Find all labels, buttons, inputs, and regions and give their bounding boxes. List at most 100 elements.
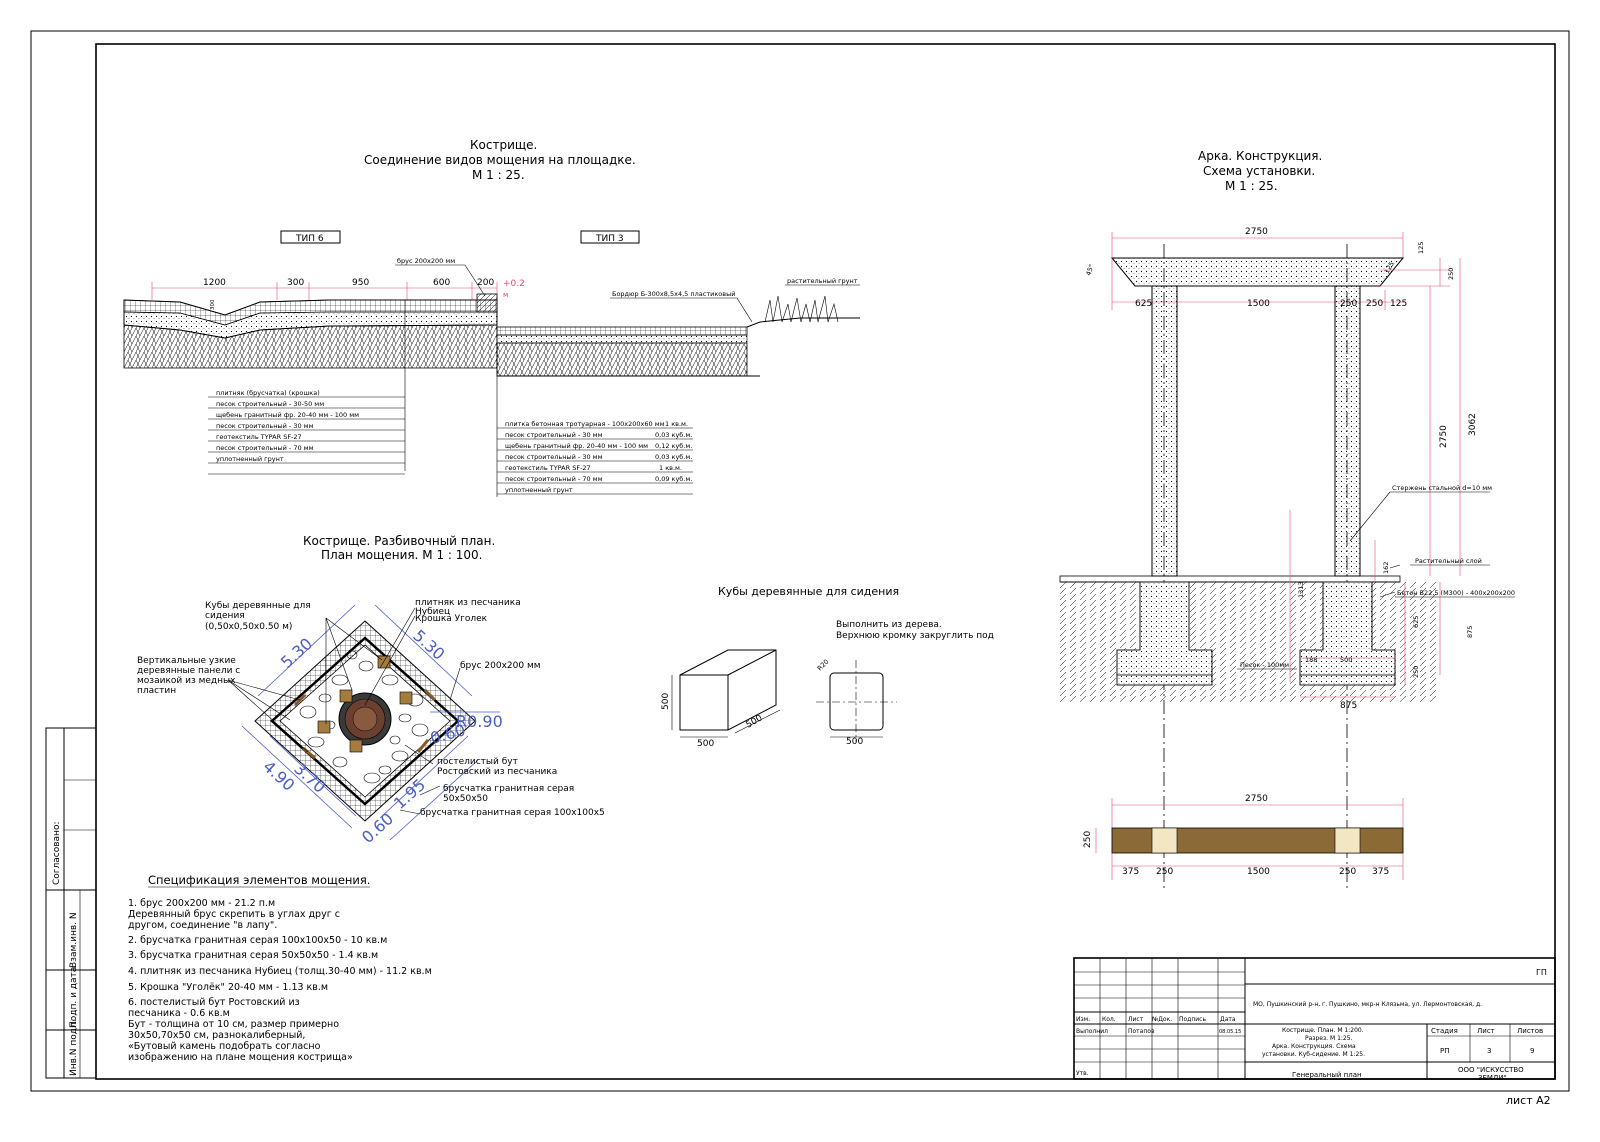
tb-plan-name: Генеральный план [1292, 1071, 1362, 1079]
layer-right-2: песок строительный - 30 мм [505, 431, 603, 439]
arch-dim-875: 875 [1340, 701, 1357, 711]
tb-code: ГП [1536, 968, 1547, 977]
layer-left-5: геотекстиль TYPAR SF-27 [216, 433, 302, 441]
cubes-note-1: Выполнить из дерева. [836, 620, 942, 630]
section-dim-vertical: 300 [210, 299, 216, 310]
plan-panels-label-2: деревянные панели с [137, 666, 240, 676]
type-3-label: ТИП 3 [595, 234, 624, 244]
arch-plan-dim-2750: 2750 [1245, 794, 1268, 804]
paving-plan: Кострище. Разбивочный план. План мощения… [137, 534, 605, 847]
layer-right-4-qty: 0,03 куб.м. [655, 453, 692, 461]
spec-line-8: 6. постелистый бут Ростовский из [128, 997, 300, 1008]
side-sign-date: Подп. и дата [69, 967, 79, 1028]
cubes-note-2: Верхнюю кромку закруглить под [836, 631, 994, 641]
arch-plan-dim-375-a: 375 [1122, 867, 1139, 877]
plan-but-label-2: Ростовский из песчаника [437, 767, 557, 777]
plan-br50-label-1: брусчатка гранитная серая [443, 784, 574, 794]
section-title-3: М 1 : 25. [472, 168, 525, 182]
layers-right-table: плитка бетонная тротуарная - 100х200х60 … [497, 420, 693, 495]
sheet-size-label: лист А2 [1506, 1094, 1551, 1107]
spec-line-12: «Бутовый камень подобрать согласно [128, 1041, 321, 1052]
plan-cubes-label-1: Кубы деревянные для [205, 601, 311, 611]
plan-plitnyak-label-2: Нубиец [415, 607, 450, 617]
arch-dim-1313: 1313 [1297, 581, 1305, 598]
tb-h-sign: Подпись [1179, 1016, 1206, 1023]
cube-dim-500-d: 500 [745, 713, 765, 730]
plan-dim-r090: R0.90 [456, 712, 503, 731]
layer-left-1: плитняк (брусчатка) (крошка) [216, 389, 320, 397]
section-dim-1200: 1200 [203, 278, 226, 288]
arch-title-3: М 1 : 25. [1225, 179, 1278, 193]
layer-right-3: щебень гранитный фр. 20-40 мм - 100 мм [505, 442, 648, 450]
spec-line-13: изображению на плане мощения кострища» [128, 1052, 353, 1063]
spec-line-9: песчаника - 0.6 кв.м [128, 1008, 230, 1019]
type-6-box [280, 230, 341, 244]
arch-concrete-label: Бетон В22,5 (М300) - 400х200х200 [1397, 589, 1515, 597]
title-block: ГП МО, Пушкинский р-н, г. Пушкино, мкр-н… [1073, 957, 1556, 1082]
spec-line-5: 3. брусчатка гранитная серая 50х50х50 - … [128, 950, 378, 961]
section-title-2: Соединение видов мощения на площадке. [364, 153, 636, 167]
layer-right-6-qty: 0,09 куб.м. [655, 475, 692, 483]
section-dim-950: 950 [352, 278, 369, 288]
arch-dim-1500: 1500 [1247, 299, 1270, 309]
layer-left-4: песок строительный - 30 мм [216, 422, 314, 430]
cube-dim-r20: R20 [816, 658, 831, 673]
side-stamp: Согласовано: Взам.инв. N Подп. и дата Ин… [45, 727, 97, 1079]
type-3-box [580, 230, 640, 244]
layer-right-6: песок строительный - 70 мм [505, 475, 603, 483]
section-dim-200: 200 [477, 278, 494, 288]
arch-dim-45: 45° [1084, 263, 1095, 277]
tb-h-kol: Кол. [1102, 1016, 1116, 1023]
arch-rod-label: Стержень стальной d=10 мм [1392, 484, 1492, 492]
spec-line-3: другом, соединение "в лапу". [128, 920, 277, 931]
plan-dim-490: 4.90 [259, 757, 298, 795]
plan-title-1: Кострище. Разбивочный план. [303, 534, 495, 548]
arch-dim-500: 500 [1340, 656, 1352, 664]
tb-desc-2: Разрез. М 1:25. [1305, 1035, 1353, 1042]
section-dim-300: 300 [287, 278, 304, 288]
arch-dim-2750-v: 2750 [1439, 425, 1449, 448]
section-red-mark: +0.2 [503, 279, 525, 289]
tb-sheet-h: Лист [1477, 1027, 1495, 1035]
arch-dim-125-a: 125 [1417, 242, 1425, 254]
arch-dim-188: 188 [1305, 656, 1317, 664]
plan-but-label-1: постелистый бут [437, 757, 518, 767]
layer-right-4: песок строительный - 30 мм [505, 453, 603, 461]
paving-spec: Спецификация элементов мощения. 1. брус … [128, 873, 432, 1063]
cube-dim-500-b: 500 [846, 737, 863, 747]
layer-left-2: песок строительный - 30-50 мм [216, 400, 324, 408]
plan-panels-label-3: мозаикой из медных [137, 676, 236, 686]
arch-dim-625-v: 625 [1412, 616, 1420, 628]
plan-panels-label-4: пластин [137, 686, 176, 696]
spec-line-4: 2. брусчатка гранитная серая 100х100х50 … [128, 935, 387, 946]
tb-address: МО, Пушкинский р-н, г. Пушкино, мкр-н Кл… [1253, 1001, 1482, 1008]
spec-line-7: 5. Крошка "Уголёк" 20-40 мм - 1.13 кв.м [128, 982, 328, 993]
layer-right-1-qty: 1 кв.м. [665, 420, 688, 428]
arch-dim-3062: 3062 [1468, 413, 1478, 436]
plan-title-2: План мощения. М 1 : 100. [321, 548, 482, 562]
layer-left-3: щебень гранитный фр. 20-40 мм - 100 мм [216, 411, 359, 419]
section-red-mark-unit: м [503, 291, 508, 299]
tb-sheets-total: 9 [1530, 1047, 1534, 1055]
kostrische-section: Кострище. Соединение видов мощения на пл… [123, 138, 860, 497]
arch-dim-125-c: 125 [1390, 299, 1407, 309]
tb-sheet-no: 3 [1487, 1047, 1491, 1055]
tb-stage-h: Стадия [1431, 1027, 1458, 1035]
plan-dim-530-right: 5.30 [409, 626, 448, 664]
plan-dim-530-left: 5.30 [277, 634, 316, 672]
arch-dim-250-v: 250 [1412, 666, 1420, 678]
tb-org-2: ЗЕМЛИ" [1478, 1074, 1507, 1082]
tb-stage: РП [1440, 1047, 1450, 1055]
section-bordur-label: Бордюр Б-300х8,5х4,5 пластиковый [612, 290, 735, 298]
layer-right-1: плитка бетонная тротуарная - 100х200х60 … [505, 420, 665, 428]
tb-desc-4: установки. Куб-сидение. М 1:25. [1262, 1051, 1365, 1058]
layer-right-2-qty: 0,03 куб.м. [655, 431, 692, 439]
section-dim-600: 600 [433, 278, 450, 288]
arch-plan-dim-1500: 1500 [1247, 867, 1270, 877]
tb-role: Выполнил [1076, 1028, 1108, 1035]
layer-right-5: геотекстиль TYPAR SF-27 [505, 464, 591, 472]
plan-cubes-label-2: сидения [205, 611, 245, 621]
arch-plan-dim-250-a: 250 [1156, 867, 1173, 877]
arch-dim-250-c: 250 [1366, 299, 1383, 309]
section-title-1: Кострище. [470, 138, 537, 152]
